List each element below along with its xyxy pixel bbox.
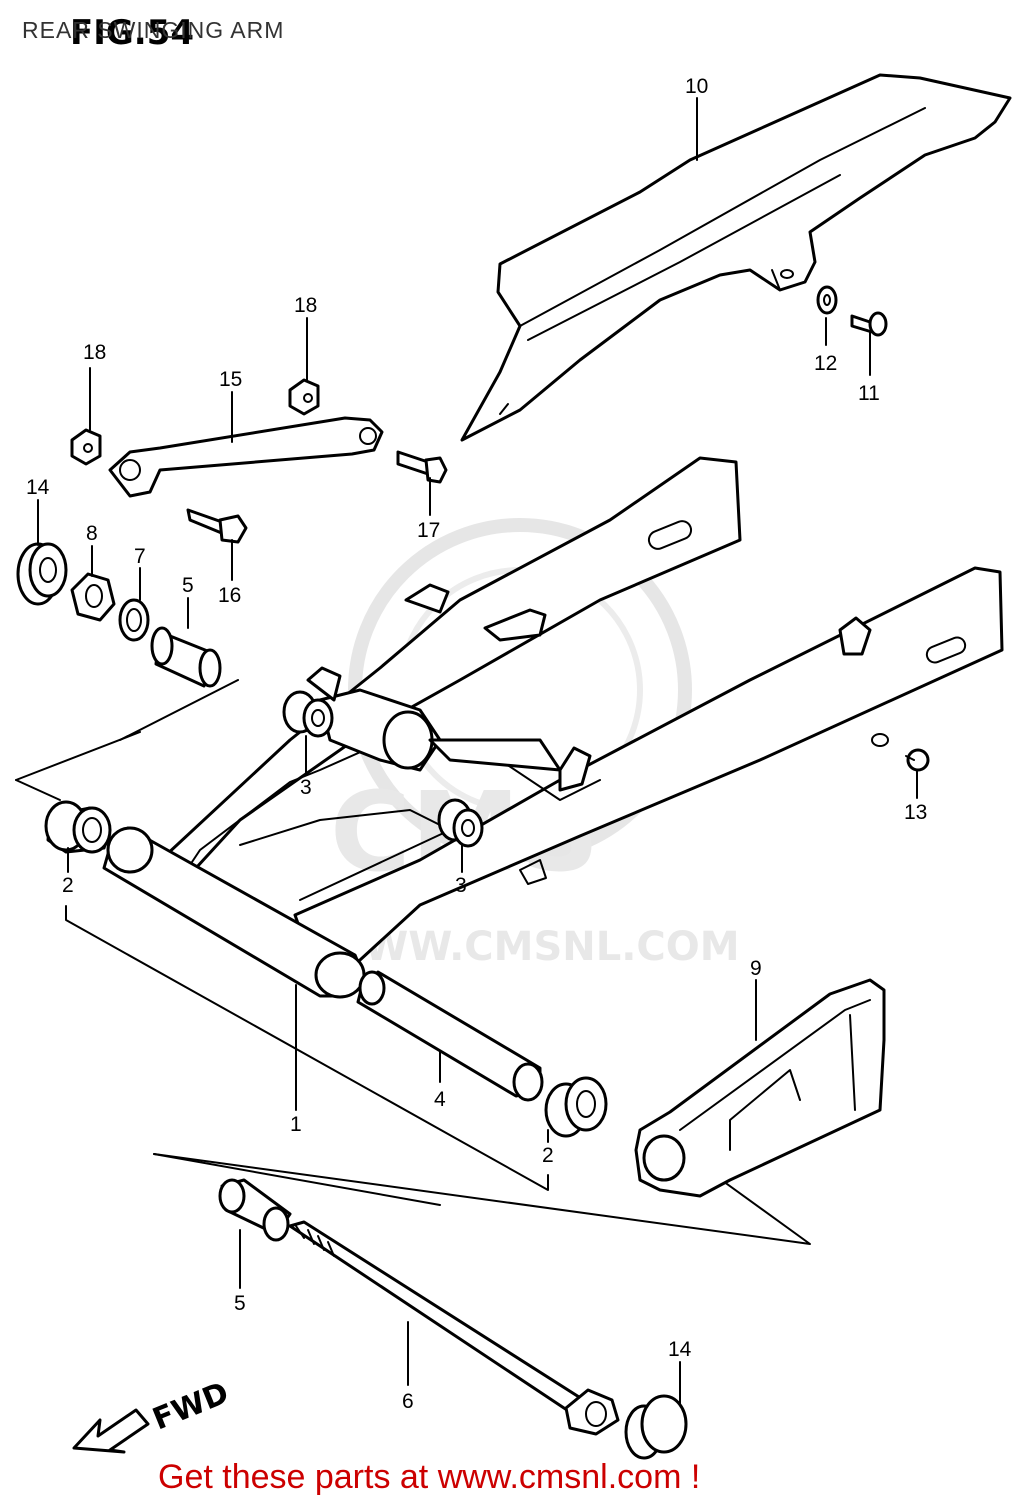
figure-label: FIG.54 [70,13,194,53]
bearing-part-2-left [44,800,112,854]
callout-8: 8 [86,522,98,545]
bearing-part-2-right [544,1076,608,1138]
nut-part-8 [70,572,116,622]
callout-6: 6 [402,1390,414,1413]
torque-link-part-15 [108,416,384,498]
callout-17: 17 [417,519,440,542]
callout-16: 16 [218,584,241,607]
callout-7: 7 [134,545,146,568]
cap-part-14-lower [624,1394,688,1460]
callout-2-left: 2 [62,874,74,897]
washer-part-7 [118,598,150,642]
chain-case-part-10 [460,73,1012,442]
collar-part-5-lower [218,1178,292,1242]
callout-18-left: 18 [83,341,106,364]
footer-link[interactable]: Get these parts at www.cmsnl.com ! [158,1458,700,1496]
callout-14-lower: 14 [668,1338,692,1361]
bolt-part-16 [186,508,248,544]
forward-arrow-icon: FWD [72,1376,234,1454]
callout-5-upper: 5 [182,574,194,597]
callout-5-lower: 5 [234,1292,246,1315]
callout-3-upper: 3 [300,776,312,799]
sleeve-part-4 [356,970,544,1102]
cap-bolt-part-13 [905,748,930,772]
callout-11: 11 [858,382,880,405]
callout-12: 12 [814,352,837,375]
page-title: REAR SWINGING ARM [22,17,284,43]
nut-part-18-left [70,428,102,466]
callout-3-lower: 3 [455,874,467,897]
callout-15: 15 [219,368,242,391]
callout-9: 9 [750,957,762,980]
bushing-part-3-upper [282,690,334,738]
pivot-bolt-part-6 [288,1220,620,1436]
callout-1: 1 [290,1113,302,1136]
callout-10: 10 [685,75,708,98]
bolt-part-17 [396,450,448,484]
callout-14-upper: 14 [26,476,50,499]
forward-label: FWD [148,1376,234,1438]
swing-arm-part-1 [102,456,1004,999]
callout-4: 4 [434,1088,446,1111]
washer-part-12 [816,285,838,315]
callout-13: 13 [904,801,927,824]
nut-part-18-right [288,378,320,416]
callout-2-right: 2 [542,1144,554,1167]
callout-leaders [37,97,918,1405]
callout-labels: 10 18 18 15 12 11 14 8 7 5 16 17 3 3 13 … [26,75,927,1413]
bolt-part-11 [850,311,888,337]
cap-part-14-upper [16,542,68,606]
bushing-part-3-lower [437,798,484,848]
collar-part-5-upper [150,626,222,688]
chain-guide-part-9 [634,978,886,1198]
callout-18-right: 18 [294,294,317,317]
